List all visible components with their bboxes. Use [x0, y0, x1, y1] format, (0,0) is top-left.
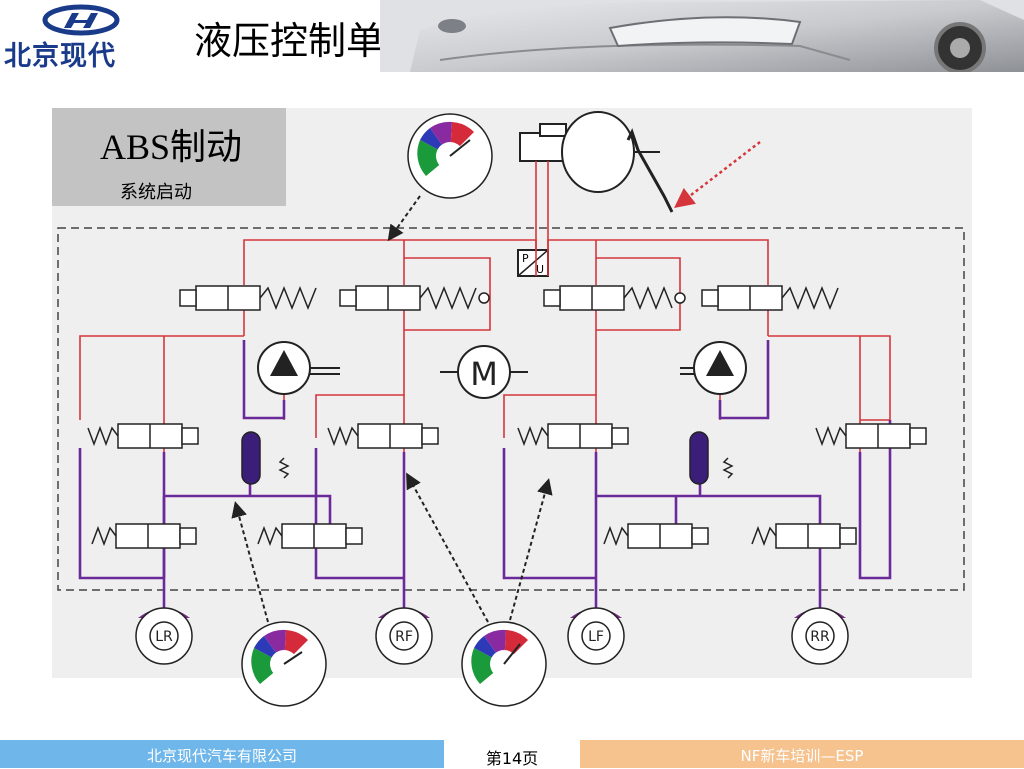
wheel-label-rr: RR — [810, 629, 830, 645]
valve-low-4 — [751, 523, 857, 549]
hyundai-logo-icon — [42, 4, 120, 36]
abs-panel — [52, 108, 286, 206]
abs-panel-subtitle: 系统启动 — [120, 182, 192, 203]
footer-left-bar — [0, 740, 444, 768]
brake-booster-icon — [519, 111, 674, 213]
sensor-label-u: U — [536, 263, 544, 276]
brand-name: 北京现代 — [4, 41, 116, 72]
valve-top-4 — [701, 285, 839, 311]
valve-low-3 — [603, 523, 709, 549]
middle-valves — [87, 423, 927, 449]
wheel-label-rf: RF — [395, 629, 413, 645]
motor-icon — [440, 345, 528, 399]
pressure-gauge-left-icon — [241, 621, 327, 707]
wheel-rf-icon — [375, 607, 433, 665]
hcu-boundary — [57, 227, 965, 591]
wheel-lf-icon — [567, 607, 625, 665]
motor-label: M — [470, 355, 498, 393]
valve-mid-4 — [815, 423, 927, 449]
valve-mid-2 — [327, 423, 439, 449]
gauge-right-arrow-1 — [406, 472, 489, 623]
accumulator-right-icon — [689, 431, 734, 485]
accumulator-left-icon — [241, 431, 290, 485]
wheel-label-lr: LR — [155, 629, 173, 645]
footer-right-bar — [580, 740, 1024, 768]
gauge-right-arrow-2 — [509, 478, 553, 621]
pressure-gauge-top-icon — [407, 113, 493, 199]
car-image — [380, 0, 1024, 72]
valve-low-1 — [91, 523, 197, 549]
footer-company: 北京现代汽车有限公司 — [146, 747, 297, 765]
pump-left-icon — [257, 341, 340, 395]
pressure-gauge-right-icon — [461, 621, 547, 707]
valve-top-2 — [339, 285, 490, 311]
footer-mid-bar — [444, 740, 580, 768]
wheel-label-lf: LF — [588, 629, 604, 645]
top-valves — [179, 285, 839, 311]
wheel-rr-icon — [791, 607, 849, 665]
valve-low-2 — [257, 523, 363, 549]
pump-right-icon — [680, 341, 747, 395]
pressure-sensor-icon — [517, 249, 549, 277]
pedal-arrow — [674, 141, 761, 209]
wheel-lr-icon — [135, 607, 193, 665]
header: 北京现代 液压控制单元 — [0, 0, 1024, 72]
lower-valves — [91, 523, 857, 549]
abs-panel-title: ABS制动 — [100, 127, 243, 167]
gauge-top-arrow — [387, 195, 421, 242]
valve-mid-3 — [517, 423, 629, 449]
valve-top-3 — [543, 285, 686, 311]
valve-mid-1 — [87, 423, 199, 449]
gauge-left-arrow — [231, 501, 269, 623]
footer-course: NF新车培训—ESP — [740, 747, 864, 765]
valve-top-1 — [179, 285, 317, 311]
footer-page-number: 第14页 — [485, 749, 539, 768]
sensor-label-p: P — [522, 252, 529, 265]
